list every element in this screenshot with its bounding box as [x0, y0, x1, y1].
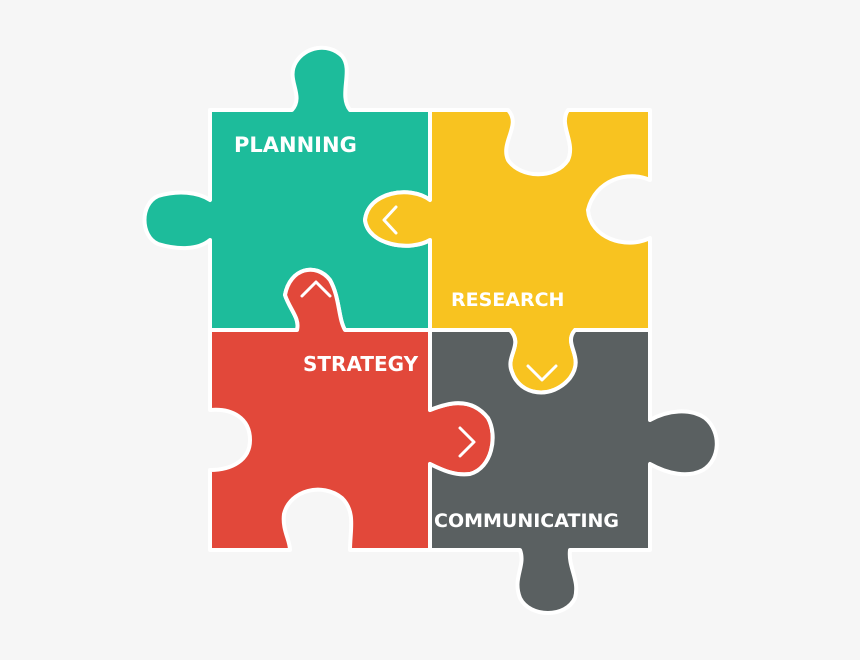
communicating-piece	[428, 328, 719, 615]
planning-label: PLANNING	[234, 133, 357, 157]
research-label: RESEARCH	[451, 289, 564, 311]
chevron-right-icon	[458, 426, 476, 458]
strategy-label: STRATEGY	[303, 352, 419, 376]
chevron-down-icon	[526, 364, 558, 382]
communicating-label: COMMUNICATING	[434, 510, 619, 532]
chevron-left-icon	[382, 205, 398, 235]
chevron-up-icon	[300, 280, 332, 298]
